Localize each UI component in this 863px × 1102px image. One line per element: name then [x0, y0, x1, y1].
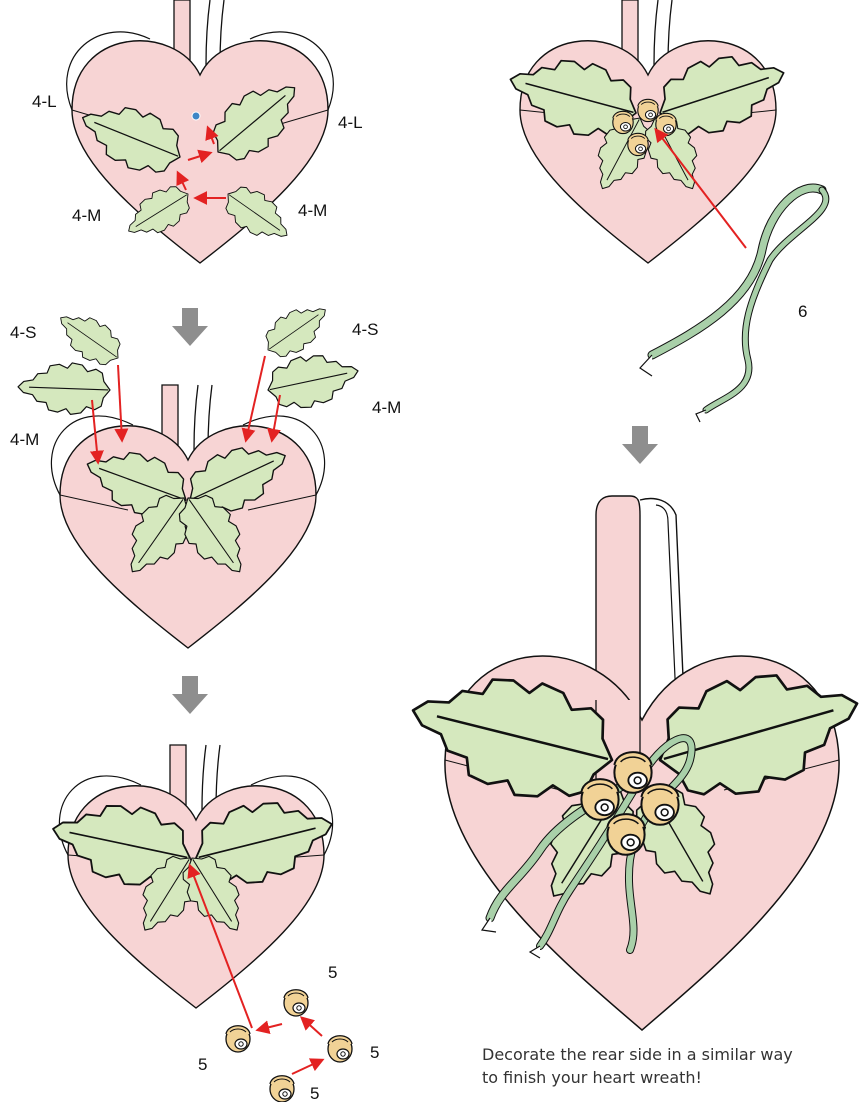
step3-acorn-bottom: [270, 1076, 294, 1102]
final-acorn-top: [614, 752, 651, 793]
step3-label-acorn-top: 5: [328, 963, 337, 982]
step2-label-medium-right: 4-M: [372, 398, 401, 417]
step3-acorn-left: [226, 1026, 250, 1052]
caption-line-2: to finish your heart wreath!: [482, 1066, 852, 1089]
step2-leaf-small-right: [257, 294, 337, 366]
step2-label-small-right: 4-S: [352, 320, 378, 339]
step4-acorn-2: [638, 99, 658, 121]
step1-pin-marker: [192, 112, 200, 120]
step2-label-small-left: 4-S: [10, 323, 36, 342]
step-arrow-3: [622, 426, 658, 464]
step-arrow-2: [172, 676, 208, 714]
finish-caption: Decorate the rear side in a similar way …: [482, 1043, 852, 1089]
final-acorn-right: [641, 784, 678, 825]
step3-acorn-right: [328, 1036, 352, 1062]
step1-label-medium-right: 4-M: [298, 201, 327, 220]
step3-label-acorn-right: 5: [370, 1043, 379, 1062]
step2-leaf-medium-left: [17, 361, 111, 416]
step1-label-large-left: 4-L: [32, 92, 57, 111]
caption-line-1: Decorate the rear side in a similar way: [482, 1043, 852, 1066]
final-acorn-bottom: [607, 814, 644, 855]
step1-label-medium-left: 4-M: [72, 206, 101, 225]
step2-leaf-small-left: [49, 302, 129, 374]
step4-label-ribbon: 6: [798, 302, 807, 321]
step3-label-acorn-left: 5: [198, 1055, 207, 1074]
step3-label-acorn-bottom: 5: [310, 1084, 319, 1102]
step2-label-medium-left: 4-M: [10, 430, 39, 449]
step-arrow-1: [172, 308, 208, 346]
step1-label-large-right: 4-L: [338, 113, 363, 132]
final-acorn-left: [581, 779, 618, 820]
step4-acorn-4: [628, 133, 648, 155]
step3-acorn-top: [284, 990, 308, 1016]
step4-acorn-1: [613, 111, 633, 133]
